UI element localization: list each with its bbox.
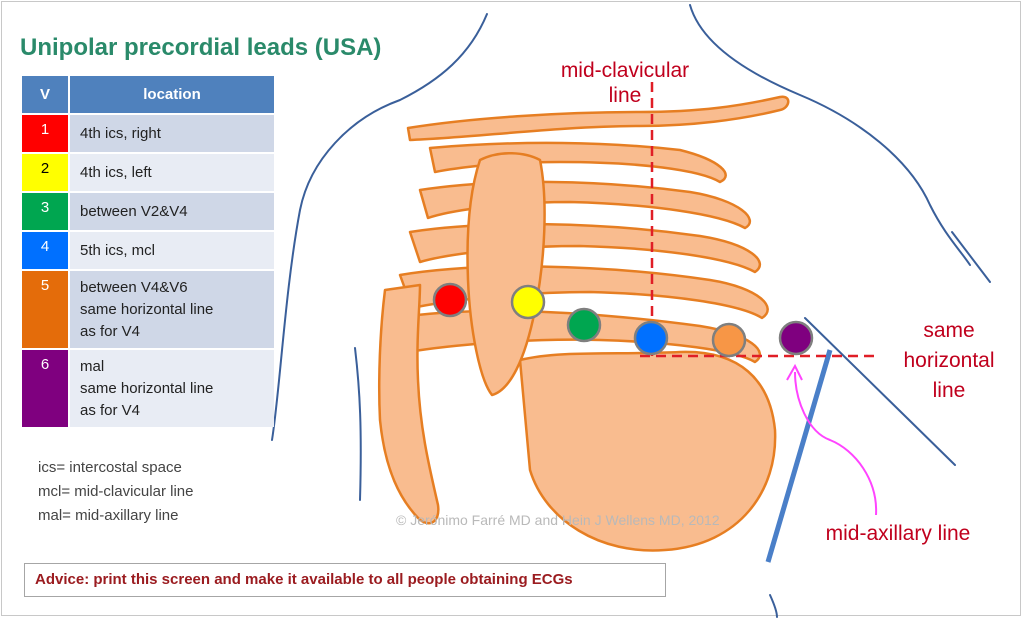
lead-number-cell: 3 <box>22 193 70 230</box>
page-title: Unipolar precordial leads (USA) <box>20 34 382 61</box>
column-header-location: location <box>70 76 274 113</box>
lead-number-cell: 2 <box>22 154 70 191</box>
mid-axillary-arrow <box>786 363 878 516</box>
electrode-v6 <box>778 320 814 356</box>
guide-lines <box>640 82 880 358</box>
lead-location-cell: 4th ics, right <box>70 115 274 152</box>
advice-box: Advice: print this screen and make it av… <box>24 563 666 597</box>
abbreviation-mal: mal= mid-axillary line <box>38 507 179 524</box>
lead-location-cell: between V4&V6 same horizontal line as fo… <box>70 271 274 348</box>
column-header-v: V <box>22 76 70 113</box>
ribcage <box>377 95 790 552</box>
electrode-v3 <box>566 307 602 343</box>
electrode-v5 <box>711 322 747 358</box>
lead-location-cell: 5th ics, mcl <box>70 232 274 269</box>
electrodes <box>432 282 814 358</box>
abbreviation-mcl: mcl= mid-clavicular line <box>38 483 194 500</box>
lead-number-cell: 4 <box>22 232 70 269</box>
lead-location-cell: mal same horizontal line as for V4 <box>70 350 274 427</box>
body-outline <box>271 4 991 618</box>
label-mid-clavicular-line: mid-clavicular line <box>560 59 690 108</box>
lead-location-cell: between V2&V4 <box>70 193 274 230</box>
lead-number-cell: 1 <box>22 115 70 152</box>
copyright-watermark: © Jerónimo Farré MD and Hein J Wellens M… <box>396 512 720 528</box>
electrode-v1 <box>432 282 468 318</box>
electrode-v4 <box>633 320 669 356</box>
label-same-horizontal-line: same horizontal line <box>903 319 995 402</box>
mid-axillary-line <box>765 349 833 563</box>
abbreviation-legend: ics= intercostal space mcl= mid-clavicul… <box>38 456 193 528</box>
lead-location-cell: 4th ics, left <box>70 154 274 191</box>
table-header-row: V location <box>22 76 274 113</box>
lead-number-cell: 6 <box>22 350 70 427</box>
label-mid-axillary-line: mid-axillary line <box>825 522 971 545</box>
electrode-v2 <box>510 284 546 320</box>
lead-number-cell: 5 <box>22 271 70 348</box>
abbreviation-ics: ics= intercostal space <box>38 459 182 476</box>
